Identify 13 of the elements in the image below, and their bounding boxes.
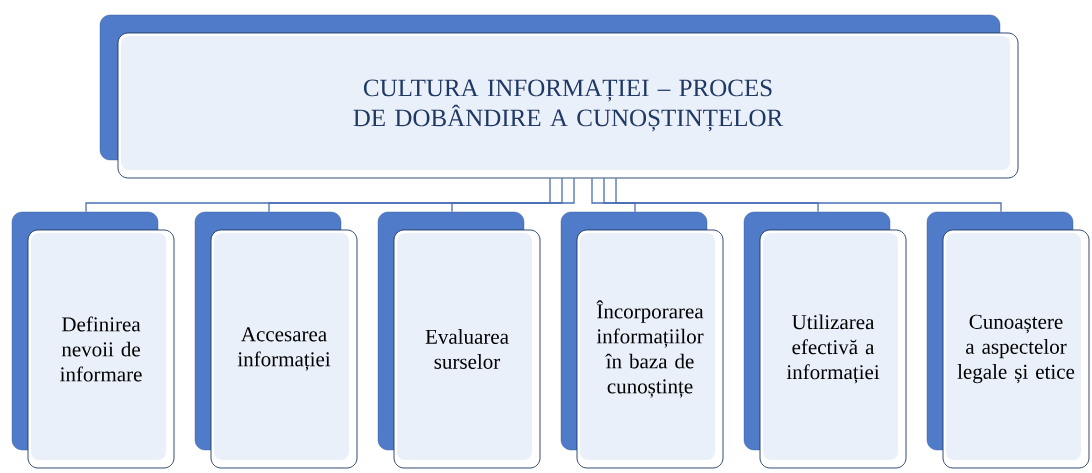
connector-line: [603, 177, 819, 213]
connector-line: [451, 177, 575, 213]
topic-card: Definirea nevoii de informare: [11, 211, 175, 469]
topic-card: Evaluarea surselor: [377, 211, 541, 469]
connector-line: [85, 177, 551, 213]
topic-card: Utilizarea efectivă a informației: [743, 211, 907, 469]
connector-line: [615, 177, 1002, 213]
topic-card: Încorporarea informațiilor în baza de cunoștințe: [560, 211, 724, 469]
topic-card: Accesarea informației: [194, 211, 358, 469]
title-card: CULTURA INFORMAȚIEI – PROCES DE DOBÂNDIRE A CUNOȘTINȚELOR: [99, 14, 1019, 179]
connector-line: [268, 177, 563, 213]
topic-card: Cunoaștere a aspectelor legale și etice: [926, 211, 1090, 469]
connector-line: [591, 177, 636, 213]
